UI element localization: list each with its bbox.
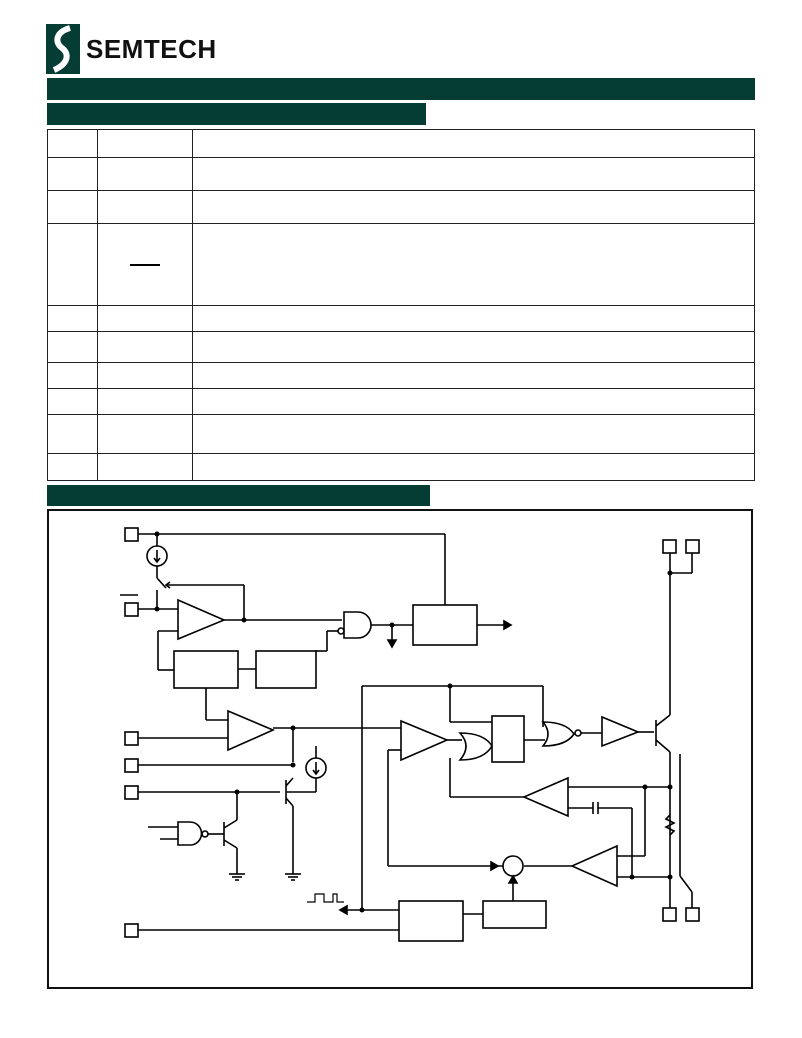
pin-terminal — [662, 539, 677, 554]
table-cell-name — [97, 129, 193, 158]
table-cell-name — [97, 388, 193, 415]
logic-block — [173, 650, 239, 689]
table-row — [47, 388, 755, 415]
table-cell-name — [97, 362, 193, 389]
table-cell-description — [192, 129, 755, 158]
table-cell-description — [192, 223, 755, 306]
table-cell-pin — [47, 414, 98, 454]
driver-buffer-icon — [601, 715, 641, 748]
block-diagram — [120, 527, 700, 942]
pin-terminal — [685, 539, 700, 554]
nor-gate-icon — [541, 721, 575, 747]
block-diagram-section-bar — [47, 485, 430, 506]
pin-terminal — [124, 923, 139, 938]
table-row — [47, 223, 755, 306]
table-row — [47, 331, 755, 363]
table-cell-pin — [47, 223, 98, 306]
and-gate-icon — [343, 611, 372, 639]
table-cell-description — [192, 157, 755, 191]
pin-description-section-bar — [47, 103, 426, 125]
or-gate-icon — [458, 732, 493, 761]
table-cell-description — [192, 190, 755, 224]
junction-dots — [154, 531, 673, 913]
table-cell-name — [97, 190, 193, 224]
latch-block — [491, 715, 525, 763]
clock-pulse-icon — [307, 893, 344, 903]
block-diagram-frame — [47, 509, 753, 989]
nand-gate-icon — [177, 821, 203, 846]
comparator-icon — [177, 598, 227, 641]
table-cell-pin — [47, 157, 98, 191]
brand-name: SEMTECH — [86, 34, 217, 64]
overbar-mark — [130, 263, 160, 266]
summing-node-icon — [502, 855, 524, 877]
table-cell-name — [97, 223, 193, 306]
table-row — [47, 362, 755, 389]
table-row — [47, 190, 755, 224]
amplifier-icon — [521, 776, 569, 818]
amplifier-icon — [570, 844, 618, 888]
pin-terminal — [124, 758, 139, 773]
header-bar — [47, 78, 755, 100]
table-cell-description — [192, 414, 755, 454]
pin-terminal — [685, 907, 700, 922]
oscillator-block — [398, 900, 464, 942]
table-cell-pin — [47, 362, 98, 389]
table-cell-name — [97, 305, 193, 332]
table-cell-pin — [47, 388, 98, 415]
table-cell-name — [97, 414, 193, 454]
table-cell-name — [97, 453, 193, 481]
table-cell-name — [97, 157, 193, 191]
sense-resistor-icon — [664, 814, 676, 836]
semtech-logo: SEMTECH — [46, 24, 286, 76]
table-row — [47, 453, 755, 481]
pin-description-table — [47, 129, 755, 481]
table-row — [47, 305, 755, 332]
table-cell-description — [192, 362, 755, 389]
logic-block — [412, 604, 478, 646]
table-cell-pin — [47, 331, 98, 363]
table-cell-description — [192, 453, 755, 481]
table-cell-name — [97, 331, 193, 363]
table-cell-pin — [47, 305, 98, 332]
table-cell-pin — [47, 190, 98, 224]
table-cell-pin — [47, 453, 98, 481]
comparator-icon — [400, 719, 450, 762]
table-cell-description — [192, 388, 755, 415]
table-cell-description — [192, 331, 755, 363]
semtech-logo-mark-icon — [46, 24, 80, 74]
table-row — [47, 414, 755, 454]
pin-terminal — [124, 527, 139, 542]
pin-terminal — [124, 785, 139, 800]
pin-terminal — [124, 731, 139, 746]
pin-terminal — [662, 907, 677, 922]
table-cell-pin — [47, 129, 98, 158]
table-row — [47, 157, 755, 191]
logic-block — [255, 650, 317, 689]
amplifier-icon — [227, 709, 276, 752]
table-cell-description — [192, 305, 755, 332]
pin-terminal — [124, 602, 139, 617]
ramp-generator-block — [482, 900, 547, 929]
table-row — [47, 129, 755, 158]
